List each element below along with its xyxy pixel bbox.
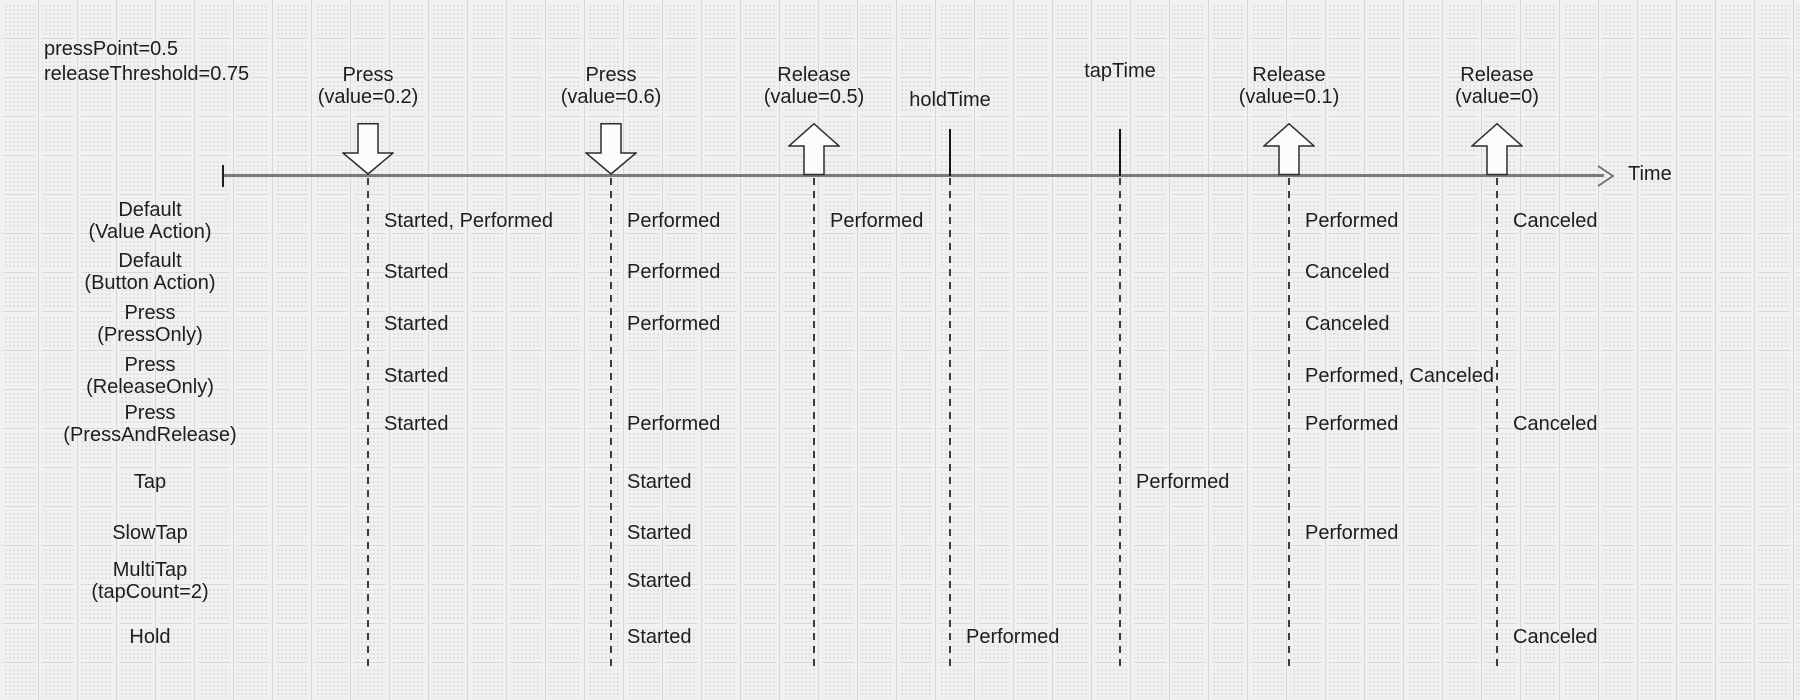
tap-time-tick-marker [1119,129,1121,176]
release-1-arrow-up-icon [788,123,840,176]
annotation-press-press-and-release-release-3: Canceled [1513,413,1598,435]
event-label-line: (value=0.2) [317,86,419,108]
press-2-guide-line [610,178,612,666]
event-label-release-2: Release(value=0.1) [1179,64,1399,108]
annotation-press-press-and-release-press-2: Performed [627,413,721,435]
event-label-line: Press [585,64,637,86]
timeline-axis [224,174,1604,177]
annotation-default-value-action-press-2: Performed [627,210,721,232]
row-label-line: (Button Action) [84,272,216,294]
row-label-press-release-only: Press(ReleaseOnly) [35,354,265,398]
row-label-line: SlowTap [112,522,188,544]
event-label-release-1: Release(value=0.5) [704,64,924,108]
row-label-line: (PressAndRelease) [63,424,237,446]
annotation-press-press-and-release-release-2: Performed [1305,413,1399,435]
annotation-press-press-only-press-1: Started [384,313,449,335]
config-release-threshold: releaseThreshold=0.75 [44,63,250,85]
row-label-line: (tapCount=2) [91,581,209,603]
row-label-slow-tap: SlowTap [35,522,265,544]
event-label-line: Release [1460,64,1534,86]
annotation-default-value-action-release-1: Performed [830,210,924,232]
event-label-press-2: Press(value=0.6) [501,64,721,108]
row-label-line: Default [118,199,182,221]
row-label-line: (PressOnly) [97,324,203,346]
time-axis-label: Time [1628,163,1672,185]
event-label-tap-time: tapTime [1010,60,1230,82]
row-label-multi-tap: MultiTap(tapCount=2) [35,559,265,603]
annotation-tap-tap-time: Performed [1136,471,1230,493]
event-label-line: (value=0.1) [1238,86,1340,108]
event-label-line: (value=0) [1455,86,1539,108]
annotation-slow-tap-release-2: Performed [1305,522,1399,544]
row-label-line: (ReleaseOnly) [86,376,214,398]
event-label-line: Release [1252,64,1326,86]
event-label-line: Release [777,64,851,86]
event-label-line: holdTime [909,89,991,111]
row-label-tap: Tap [35,471,265,493]
row-label-press-press-only: Press(PressOnly) [35,302,265,346]
timeline-start-tick [222,165,224,187]
tap-time-guide-line [1119,178,1121,666]
release-3-arrow-up-icon [1471,123,1523,176]
row-label-line: MultiTap [112,559,188,581]
annotation-multi-tap-press-2: Started [627,570,692,592]
event-label-line: (value=0.5) [763,86,865,108]
annotation-press-release-only-press-1: Started [384,365,449,387]
press-2-arrow-down-icon [585,123,637,175]
annotation-hold-release-3: Canceled [1513,626,1598,648]
config-note: pressPoint=0.5 releaseThreshold=0.75 [44,37,249,87]
press-1-arrow-down-icon [342,123,394,175]
annotation-default-value-action-release-2: Performed [1305,210,1399,232]
event-label-line: Press [342,64,394,86]
release-2-arrow-up-icon [1263,123,1315,176]
row-label-line: Hold [129,626,171,648]
row-label-line: Press [124,354,176,376]
annotation-slow-tap-press-2: Started [627,522,692,544]
row-label-line: Default [118,250,182,272]
annotation-default-value-action-release-3: Canceled [1513,210,1598,232]
event-label-release-3: Release(value=0) [1387,64,1607,108]
row-label-line: Press [124,402,176,424]
annotation-default-button-action-press-2: Performed [627,261,721,283]
row-label-default-button-action: Default(Button Action) [35,250,265,294]
row-label-hold: Hold [35,626,265,648]
row-label-line: Tap [133,471,167,493]
row-label-line: (Value Action) [88,221,212,243]
annotation-press-release-only-release-2: Performed, Canceled [1305,365,1494,387]
annotation-press-press-only-release-2: Canceled [1305,313,1390,335]
press-1-guide-line [367,178,369,666]
annotation-hold-press-2: Started [627,626,692,648]
row-label-press-press-and-release: Press(PressAndRelease) [35,402,265,446]
annotation-press-press-only-press-2: Performed [627,313,721,335]
annotation-default-button-action-release-2: Canceled [1305,261,1390,283]
release-2-guide-line [1288,178,1290,666]
config-press-point: pressPoint=0.5 [44,38,178,60]
release-1-guide-line [813,178,815,666]
timeline-arrowhead-icon [1597,165,1615,187]
event-label-hold-time: holdTime [840,89,1060,111]
annotation-press-press-and-release-press-1: Started [384,413,449,435]
row-label-default-value-action: Default(Value Action) [35,199,265,243]
annotation-tap-press-2: Started [627,471,692,493]
hold-time-guide-line [949,178,951,666]
event-label-line: (value=0.6) [560,86,662,108]
hold-time-tick-marker [949,129,951,176]
event-label-line: tapTime [1084,60,1156,82]
event-label-press-1: Press(value=0.2) [258,64,478,108]
release-3-guide-line [1496,178,1498,666]
annotation-default-value-action-press-1: Started, Performed [384,210,553,232]
row-label-line: Press [124,302,176,324]
annotation-default-button-action-press-1: Started [384,261,449,283]
annotation-hold-hold-time: Performed [966,626,1060,648]
